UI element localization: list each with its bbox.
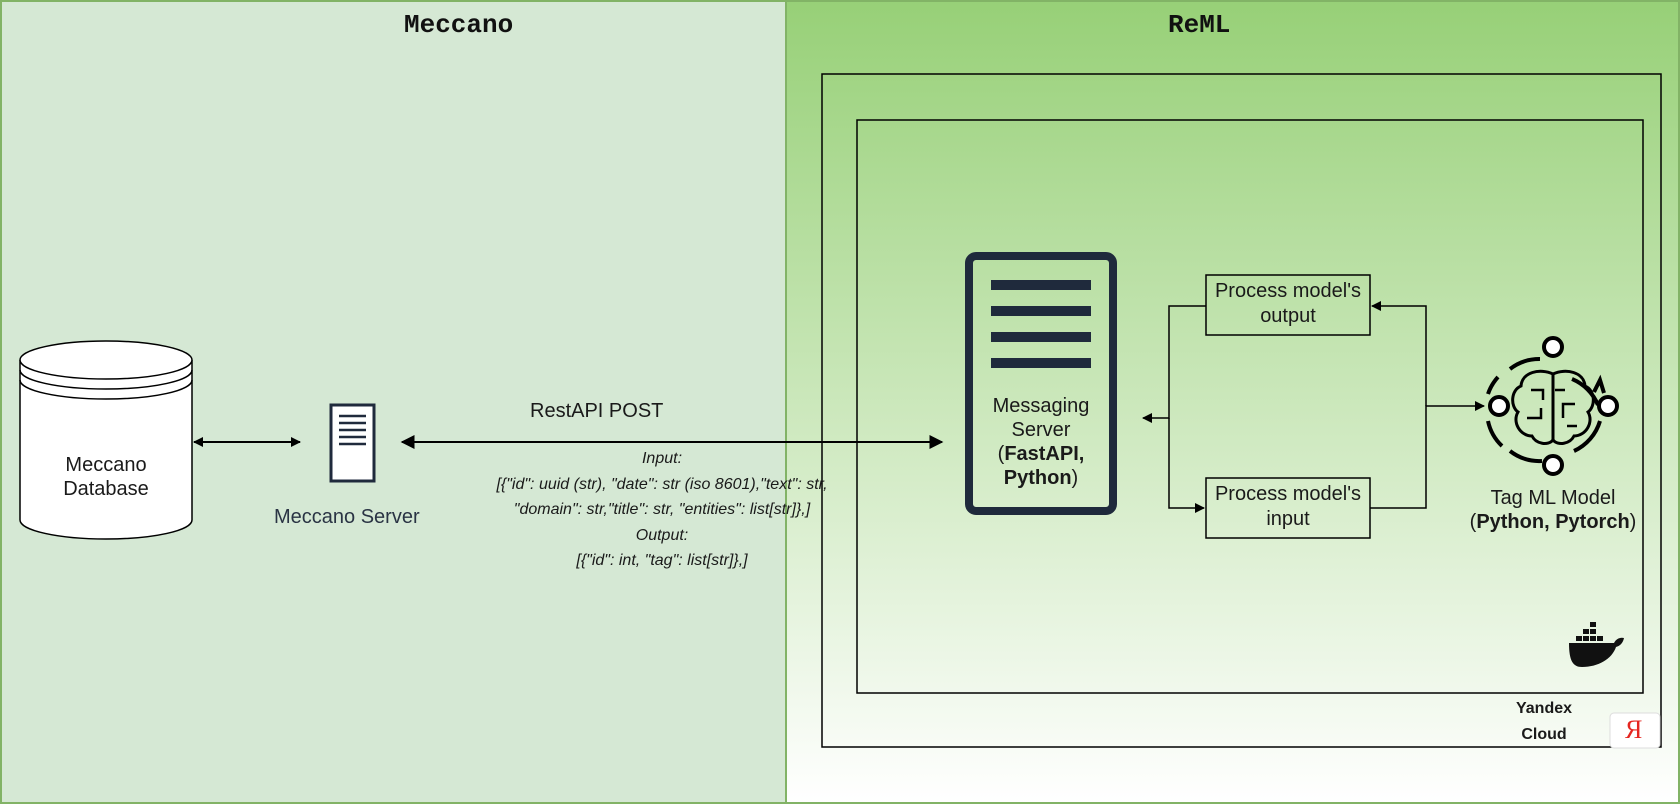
model-label: Tag ML Model (Python, Pytorch) bbox=[1443, 486, 1663, 534]
messaging-server-tech-line2: Python) bbox=[1003, 467, 1079, 489]
yandex-logo bbox=[1609, 712, 1661, 749]
database-label: Meccano Database bbox=[20, 453, 192, 501]
docker-icon bbox=[1569, 622, 1624, 667]
output-to-server-connector bbox=[1142, 305, 1206, 423]
restapi-label: RestAPI POST bbox=[530, 400, 664, 422]
process-output-box bbox=[1205, 274, 1371, 336]
messaging-server-tech2: Python bbox=[1003, 467, 1072, 489]
api-schema: Input: [{"id": uuid (str), "date": str (… bbox=[400, 446, 924, 574]
database-icon bbox=[19, 340, 193, 540]
process-output-label: Process model's output bbox=[1214, 280, 1362, 327]
messaging-server-tech1: FastAPI, bbox=[1004, 443, 1085, 465]
database-label-line2: Database bbox=[63, 478, 149, 500]
cloud-line2: Cloud bbox=[1521, 725, 1567, 743]
model-to-output-connector bbox=[1371, 301, 1427, 406]
reml-panel bbox=[785, 0, 1680, 804]
input-line1: [{"id": uuid (str), "date": str (iso 860… bbox=[496, 475, 828, 493]
input-to-model-connector bbox=[1370, 401, 1485, 509]
messaging-server-line1: Messaging bbox=[992, 395, 1090, 417]
process-input-label: Process model's input bbox=[1214, 483, 1362, 530]
messaging-server-icon bbox=[965, 252, 1117, 515]
output-title: Output: bbox=[635, 526, 689, 544]
messaging-server-label: Messaging Server (FastAPI, Python) bbox=[975, 394, 1107, 490]
model-tech-line: (Python, Pytorch) bbox=[1469, 511, 1637, 533]
messaging-server-line2: Server bbox=[1011, 419, 1071, 441]
cloud-line1: Yandex bbox=[1515, 700, 1573, 717]
meccano-server-icon bbox=[329, 403, 376, 483]
reml-panel-title: ReML bbox=[1168, 10, 1231, 40]
model-tech: Python, Pytorch bbox=[1476, 511, 1630, 533]
server-to-input-connector bbox=[1168, 418, 1205, 513]
yandex-cloud-label: Yandex Cloud bbox=[1506, 696, 1582, 747]
yandex-logo-letter: Я bbox=[1625, 715, 1643, 744]
meccano-server-label: Meccano Server bbox=[274, 506, 420, 528]
brain-ai-icon bbox=[1486, 336, 1619, 476]
output-line1: [{"id": int, "tag": list[str]},] bbox=[576, 552, 748, 570]
model-name: Tag ML Model bbox=[1490, 487, 1616, 509]
meccano-panel-title: Meccano bbox=[404, 10, 514, 40]
database-label-line1: Meccano bbox=[65, 454, 147, 476]
yandex-cloud-frame bbox=[821, 73, 1662, 748]
input-title: Input: bbox=[641, 450, 683, 467]
docker-container-frame bbox=[856, 119, 1644, 694]
messaging-server-tech-line1: (FastAPI, bbox=[997, 443, 1085, 465]
input-line2: "domain": str,"title": str, "entities": … bbox=[513, 501, 811, 519]
